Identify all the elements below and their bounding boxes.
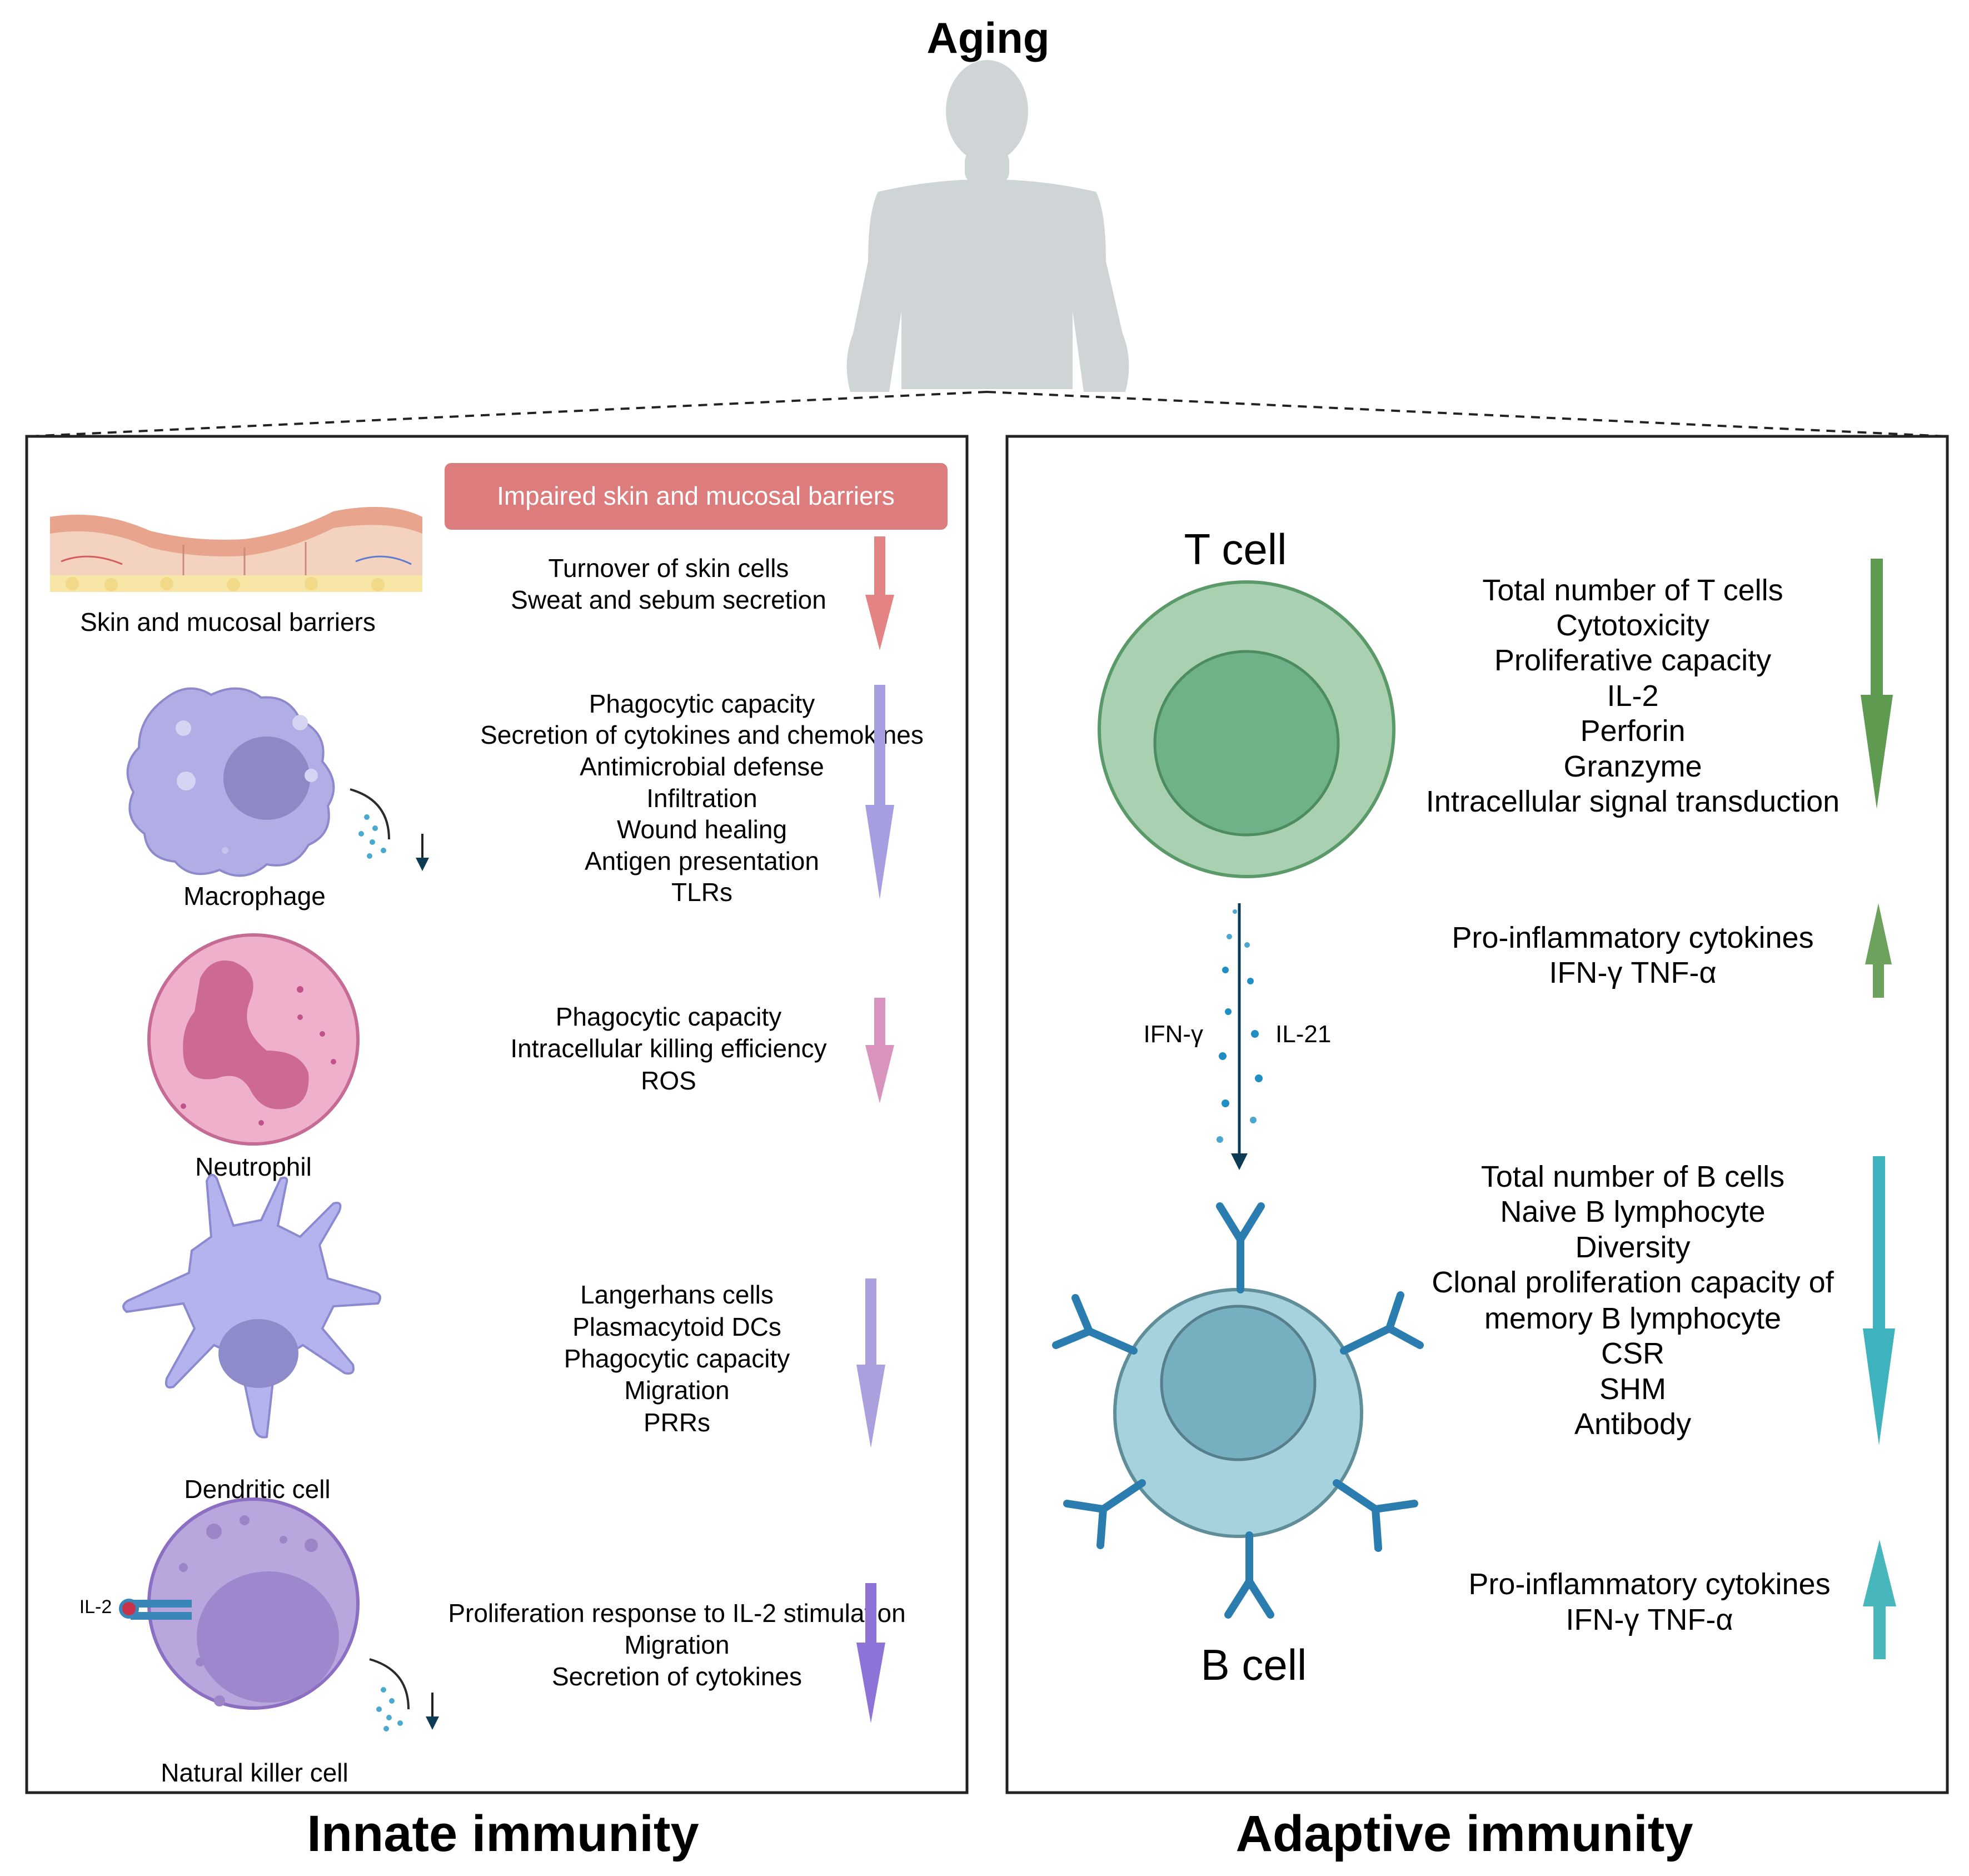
neutrophil-text-block: Phagocytic capacity Intracellular killin… <box>510 1002 826 1095</box>
macrophage-item: Infiltration <box>646 784 757 813</box>
neutrophil-illustration <box>147 933 360 1146</box>
nk-item: Migration <box>624 1630 729 1659</box>
bcell-down-arrow <box>1863 1156 1895 1445</box>
bcell-item: Naive B lymphocyte <box>1500 1195 1765 1228</box>
bcell-item: SHM <box>1599 1372 1666 1406</box>
dendritic-item: Plasmacytoid DCs <box>572 1312 781 1341</box>
connector-line-left <box>27 391 988 437</box>
neutrophil-item: Phagocytic capacity <box>556 1002 782 1031</box>
nk-down-arrow <box>856 1583 885 1723</box>
il2-receptor-label: IL-2 <box>79 1596 112 1618</box>
macrophage-item: Wound healing <box>617 815 787 844</box>
bcell-item: Diversity <box>1575 1231 1690 1264</box>
tcell-text-block: Total number of T cells Cytotoxicity Pro… <box>1426 574 1840 818</box>
bcell-item: CSR <box>1601 1337 1664 1370</box>
skin-text-block: Turnover of skin cells Sweat and sebum s… <box>511 554 826 614</box>
macrophage-item: Phagocytic capacity <box>589 689 815 718</box>
bcell-cytokine-item: IFN-γ TNF-α <box>1566 1603 1733 1636</box>
tcell-illustration <box>1098 580 1395 878</box>
dendritic-item: Phagocytic capacity <box>564 1344 790 1373</box>
bcell-cytokine-item: Pro-inflammatory cytokines <box>1468 1568 1830 1601</box>
innate-heading: Innate immunity <box>307 1805 699 1862</box>
neutrophil-item: ROS <box>641 1066 696 1095</box>
nk-text-block: Proliferation response to IL-2 stimulati… <box>448 1599 905 1691</box>
dendritic-item: Migration <box>624 1376 729 1405</box>
signal-label-ifn: IFN-γ <box>1143 1021 1203 1048</box>
cytokine-signal-arrow <box>1217 903 1263 1170</box>
bcell-illustration <box>1052 1202 1424 1619</box>
bcell-label: B cell <box>1201 1640 1307 1689</box>
skin-item: Sweat and sebum secretion <box>511 585 826 614</box>
bcell-item: Clonal proliferation capacity of <box>1432 1266 1834 1299</box>
bcell-item: Total number of B cells <box>1481 1160 1784 1193</box>
dendritic-cell-illustration <box>122 1173 381 1439</box>
tcell-item: Granzyme <box>1563 750 1702 783</box>
neutrophil-down-arrow <box>865 998 894 1103</box>
tcell-item: Perforin <box>1580 714 1685 748</box>
tcell-down-arrow <box>1861 559 1893 809</box>
bcell-item: memory B lymphocyte <box>1484 1302 1781 1335</box>
impaired-barrier-banner <box>445 463 948 530</box>
bcell-text-block: Total number of B cells Naive B lymphocy… <box>1432 1160 1834 1441</box>
macrophage-item: Secretion of cytokines and chemokines <box>480 720 924 749</box>
tcell-item: Intracellular signal transduction <box>1426 785 1840 818</box>
figure-title: Aging <box>927 13 1050 62</box>
signal-label-il21: IL-21 <box>1275 1021 1331 1048</box>
macrophage-item: Antimicrobial defense <box>580 752 824 781</box>
bcell-item: Antibody <box>1574 1407 1691 1441</box>
nk-cell-illustration <box>119 1497 439 1731</box>
neutrophil-item: Intracellular killing efficiency <box>510 1034 826 1063</box>
macrophage-down-arrow <box>865 685 894 899</box>
dendritic-text-block: Langerhans cells Plasmacytoid DCs Phagoc… <box>564 1280 790 1437</box>
connector-line-right <box>986 391 1948 437</box>
adaptive-heading: Adaptive immunity <box>1235 1805 1693 1862</box>
macrophage-item: TLRs <box>671 878 732 907</box>
adaptive-panel <box>1005 435 1949 1794</box>
skin-down-arrow <box>865 536 894 650</box>
tcell-item: Total number of T cells <box>1482 574 1783 607</box>
dendritic-down-arrow <box>856 1278 885 1448</box>
dendritic-item: PRRs <box>644 1408 710 1437</box>
aging-human-silhouette <box>846 60 1129 392</box>
banner-text: Impaired skin and mucosal barriers <box>497 481 895 510</box>
tcell-cytokines-up-arrow <box>1865 903 1892 998</box>
macrophage-illustration <box>126 687 429 877</box>
bcell-cytokines-up-arrow <box>1863 1540 1896 1659</box>
tcell-item: Proliferative capacity <box>1494 644 1771 677</box>
nk-label: Natural killer cell <box>161 1758 348 1787</box>
tcell-cytokine-item: Pro-inflammatory cytokines <box>1452 921 1813 954</box>
skin-tissue-illustration <box>50 507 422 592</box>
macrophage-text-block: Phagocytic capacity Secretion of cytokin… <box>480 689 924 907</box>
innate-panel <box>25 435 969 1794</box>
skin-item: Turnover of skin cells <box>549 554 789 583</box>
macrophage-item: Antigen presentation <box>585 847 819 875</box>
macrophage-label: Macrophage <box>183 882 326 910</box>
nk-item: Proliferation response to IL-2 stimulati… <box>448 1599 905 1628</box>
tcell-cytokine-item: IFN-γ TNF-α <box>1549 956 1716 989</box>
dendritic-item: Langerhans cells <box>580 1280 774 1309</box>
tcell-item: Cytotoxicity <box>1556 609 1709 642</box>
skin-label: Skin and mucosal barriers <box>80 608 376 636</box>
tcell-label: T cell <box>1184 525 1287 574</box>
tcell-item: IL-2 <box>1607 679 1658 713</box>
nk-item: Secretion of cytokines <box>552 1662 802 1691</box>
